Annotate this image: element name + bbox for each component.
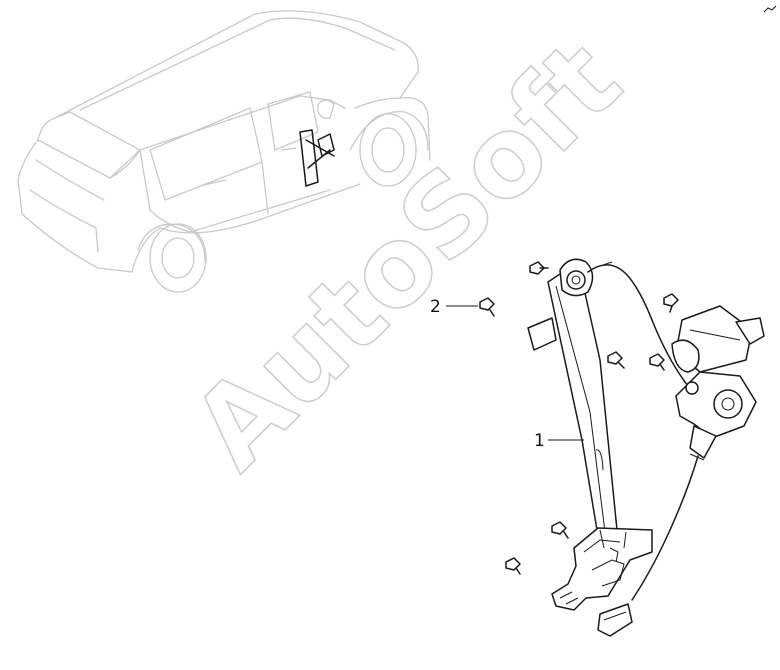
callout-1: 1 [534, 431, 584, 451]
bolt-icon [607, 351, 625, 369]
rail-mount-tab [527, 317, 557, 351]
drum-housing [675, 371, 757, 459]
window-regulator-assembly [505, 258, 765, 637]
cable-lower [631, 455, 699, 601]
motor-housing [671, 305, 765, 373]
bolt-icon [551, 521, 569, 539]
bolt-icon [505, 557, 521, 575]
bottom-pulley [597, 603, 633, 637]
cable-upper [587, 264, 689, 387]
bolt-icon [529, 261, 549, 275]
corner-mark [763, 5, 777, 13]
regulator-rail [547, 261, 619, 549]
callout-label-2: 2 [430, 297, 441, 317]
callout-label-1: 1 [534, 431, 545, 451]
bolt-icon [649, 353, 665, 371]
vehicle-locator-car [17, 10, 431, 293]
lifter-plate [551, 527, 653, 611]
bolt-icon [479, 297, 495, 317]
top-pulley [559, 258, 594, 297]
callout-2: 2 [430, 297, 495, 317]
door-regulator-highlight [299, 129, 335, 187]
bolt-icon [663, 293, 679, 313]
